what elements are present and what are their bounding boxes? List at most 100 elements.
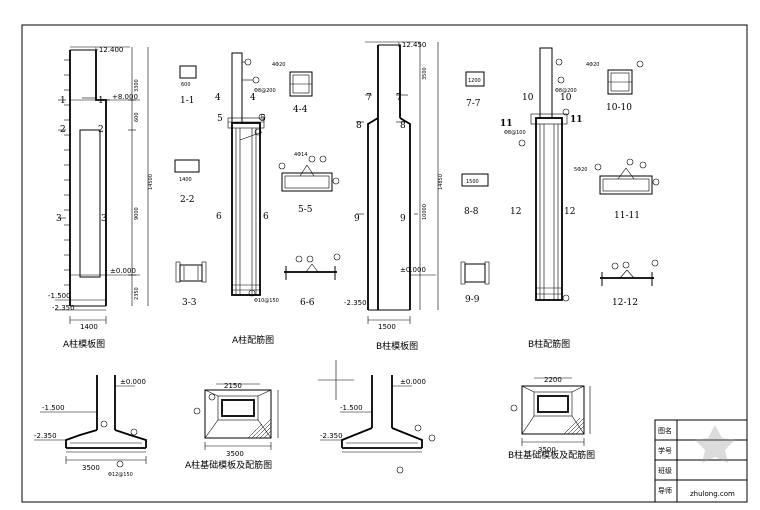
section-9-9 — [460, 261, 490, 285]
elev-fb-neg2: -2.350 — [320, 432, 343, 440]
elev-a-zero: ±0.000 — [110, 267, 136, 275]
sec-8-8: 8-8 — [464, 207, 479, 217]
cut-11-right: 11 — [570, 115, 583, 125]
cut-10-left: 10 — [522, 93, 534, 103]
sec-7-7: 7-7 — [466, 99, 481, 109]
b-column-reinforcement — [518, 47, 570, 302]
sec-10-bar: 4Φ20 — [586, 62, 599, 68]
elev-top-b: +12.450 — [396, 41, 426, 49]
section-8-8 — [461, 173, 489, 187]
cut-12-right: 12 — [564, 207, 575, 217]
tb-class: 班级 — [658, 466, 672, 475]
cut-9-left: 9 — [354, 214, 360, 224]
elev-fa-zero: ±0.000 — [120, 378, 146, 386]
cut-2-right: 2 — [98, 125, 104, 135]
title-b-foundation: B柱基础模板及配筋图 — [508, 449, 595, 461]
elev-a-mid: +8.000 — [112, 93, 138, 101]
sec-2-2: 2-2 — [180, 195, 195, 205]
elev-b-zero: ±0.000 — [400, 266, 426, 274]
dim-fa-2150: 2150 — [224, 382, 242, 390]
cut-2-left: 2 — [60, 125, 66, 135]
title-b-formwork: B柱模板图 — [376, 340, 418, 352]
title-a-formwork: A柱模板图 — [63, 338, 105, 350]
tb-student-id: 学号 — [658, 446, 672, 455]
dim-b-14850: 14850 — [438, 174, 444, 190]
cut-5-left: 5 — [217, 114, 223, 124]
dim-a-14500: 14500 — [148, 174, 154, 190]
cut-10-right: 10 — [560, 93, 572, 103]
dim-a-600: 600 — [134, 112, 140, 122]
cut-3-left: 3 — [56, 214, 62, 224]
section-11-11 — [594, 158, 660, 195]
cut-8-left: 8 — [356, 121, 362, 131]
sec-12-12: 12-12 — [612, 298, 638, 308]
elev-fa-neg1: -1.500 — [42, 404, 65, 412]
dim-a-9000: 9000 — [134, 207, 140, 220]
sec-10-10: 10-10 — [606, 103, 632, 113]
sec-5-5: 5-5 — [298, 205, 313, 215]
sec-11-11: 11-11 — [614, 211, 640, 221]
dim-fb-plan: 3500 — [538, 446, 556, 454]
section-6-6 — [284, 253, 341, 280]
cut-4-left: 4 — [215, 93, 221, 103]
elev-b-neg: -2.350 — [344, 299, 367, 307]
cut-7-left: 7 — [366, 93, 372, 103]
a-foundation-plan — [193, 383, 279, 450]
cut-4-right: 4 — [250, 93, 256, 103]
b-foundation-plan — [510, 377, 591, 446]
cut-1-left: 1 — [60, 96, 66, 106]
section-1-1 — [179, 65, 197, 79]
cut-12-left: 12 — [510, 207, 521, 217]
sheet-border — [21, 24, 748, 503]
elev-top-a: +12.400 — [93, 46, 123, 54]
sec-11-bar: 5Φ20 — [574, 167, 587, 173]
a-column-formwork — [55, 46, 149, 324]
elev-a-neg1: -1.500 — [48, 292, 71, 300]
sec-4-4: 4-4 — [293, 105, 308, 115]
dim-fa-width: 3500 — [82, 464, 100, 472]
cut-6-left: 6 — [216, 212, 222, 222]
cut-7-right: 7 — [396, 93, 402, 103]
watermark-text: zhulong.com — [690, 490, 735, 498]
section-10-10 — [607, 60, 644, 95]
stirrup-a2: Φ10@150 — [254, 298, 279, 304]
cut-8-right: 8 — [400, 121, 406, 131]
title-a-rebar: A柱配筋图 — [232, 334, 274, 346]
section-3-3 — [175, 261, 207, 283]
section-12-12 — [600, 259, 659, 286]
elev-fb-neg1: -1.500 — [340, 404, 363, 412]
sec-1-dim: 600 — [181, 82, 191, 88]
bar-fa: Φ12@150 — [108, 472, 133, 478]
elev-fb-zero: ±0.000 — [400, 378, 426, 386]
section-4-4 — [289, 71, 313, 97]
sec-8-dim: 1500 — [466, 179, 479, 185]
cut-9-right: 9 — [400, 214, 406, 224]
section-5-5 — [278, 155, 340, 192]
dim-b-10000: 10000 — [422, 204, 428, 220]
dim-a-3300: 3300 — [134, 79, 140, 92]
dim-b-3500: 3500 — [422, 67, 428, 80]
b-column-formwork — [356, 41, 439, 324]
section-7-7 — [465, 71, 485, 87]
a-foundation-elevation — [34, 375, 147, 468]
title-block — [654, 419, 748, 503]
section-2-2 — [174, 159, 200, 173]
stirrup-b2: Φ8@100 — [504, 130, 526, 136]
title-a-foundation: A柱基础模板及配筋图 — [185, 459, 272, 471]
sec-5-bar: 4Φ14 — [294, 152, 307, 158]
stirrup-b1: Φ8@200 — [555, 88, 577, 94]
title-b-rebar: B柱配筋图 — [528, 338, 570, 350]
stirrup-a1: Φ8@200 — [254, 88, 276, 94]
dim-fb-2200: 2200 — [544, 376, 562, 384]
dim-b-width: 1500 — [378, 323, 396, 331]
tb-supervisor: 导师 — [658, 486, 672, 495]
sec-9-9: 9-9 — [465, 295, 480, 305]
sec-1-1: 1-1 — [180, 96, 195, 106]
sec-6-6: 6-6 — [300, 298, 315, 308]
sec-7-dim: 1200 — [468, 78, 481, 84]
cut-6-right: 6 — [263, 212, 269, 222]
watermark-logo — [695, 425, 735, 463]
sec-2-dim: 1400 — [179, 177, 192, 183]
